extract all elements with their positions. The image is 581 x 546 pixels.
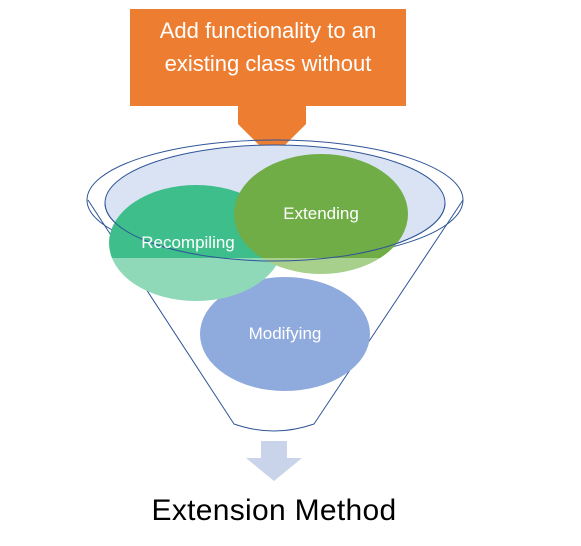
callout-text: Add functionality to an existing class w…	[159, 18, 377, 76]
callout-box: Add functionality to an existing class w…	[0, 0, 581, 160]
funnel-body	[87, 199, 464, 432]
node-extending	[234, 154, 408, 258]
result-title: Extension Method	[151, 494, 397, 527]
node-label-recompiling: Recompiling	[141, 233, 235, 252]
node-modifying	[200, 277, 370, 391]
callout-arrow-shape	[130, 9, 406, 158]
node-recompiling-lower	[111, 258, 281, 301]
funnel-rim-front	[104, 202, 446, 262]
node-label-modifying: Modifying	[248, 324, 322, 343]
node-label-extending: Extending	[283, 204, 359, 223]
node-extending-lower	[261, 258, 381, 274]
callout-shape	[130, 9, 406, 158]
output-arrow	[246, 441, 302, 481]
